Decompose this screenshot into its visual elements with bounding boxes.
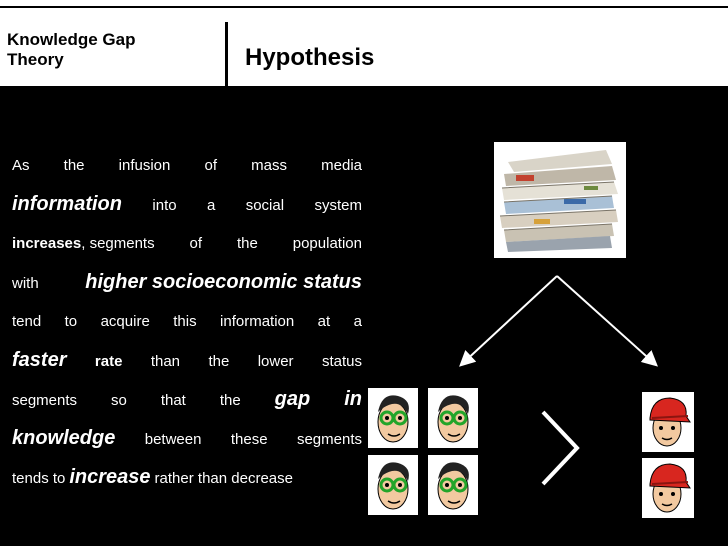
word: acquire (100, 313, 150, 330)
text-line-7: segments so that the gap in (12, 380, 362, 419)
word: As (12, 157, 30, 174)
word: system (314, 197, 362, 214)
emphasis-word: in (344, 388, 362, 410)
text-line-4: with higher socioeconomic status (12, 263, 362, 302)
hypothesis-text: As the infusion of mass media informatio… (12, 146, 362, 497)
word: with (12, 275, 39, 292)
word: the (219, 392, 241, 409)
greater-than-symbol (541, 410, 580, 486)
word: segments (296, 431, 362, 448)
word: to (64, 313, 78, 330)
word: rather than decrease (154, 470, 293, 487)
word: this (173, 313, 197, 330)
word: status (321, 353, 362, 370)
arrow-left (459, 275, 558, 367)
word: lower (257, 353, 294, 370)
word: at (317, 313, 331, 330)
header-top-rule (0, 6, 728, 9)
text-line-2: information into a social system (12, 185, 362, 224)
emphasis-word: faster (12, 349, 67, 371)
face-glasses-icon (368, 455, 418, 515)
emphasis-word: gap (274, 388, 311, 410)
face-red-cap-icon (642, 392, 694, 452)
word: mass (251, 157, 287, 174)
bold-word: rate (94, 353, 123, 370)
emphasis-phrase: higher socioeconomic status (85, 271, 362, 293)
word: of (189, 235, 203, 252)
page-title: Hypothesis (245, 44, 375, 71)
text-line-8: knowledge between these segments (12, 419, 362, 458)
face-glasses-icon (428, 455, 478, 515)
word: between (144, 431, 202, 448)
word: tend (12, 313, 42, 330)
word: infusion (118, 157, 171, 174)
word: social (245, 197, 285, 214)
word: , segments (81, 235, 155, 252)
word: a (353, 313, 362, 330)
header: Knowledge Gap Theory Hypothesis (0, 8, 728, 86)
section-title-line2: Theory (7, 50, 64, 69)
word: than (150, 353, 181, 370)
word: the (208, 353, 230, 370)
word: population (292, 235, 362, 252)
face-glasses-icon (368, 388, 418, 448)
newspaper-stack-image (494, 142, 626, 258)
emphasis-word: information (12, 193, 122, 215)
bold-word: increases (12, 235, 82, 252)
text-line-1: As the infusion of mass media (12, 146, 362, 185)
word: information (220, 313, 295, 330)
section-title: Knowledge Gap Theory (7, 30, 207, 70)
word: these (230, 431, 268, 448)
word: a (206, 197, 216, 214)
emphasis-word: increase (69, 466, 151, 488)
word: the (63, 157, 85, 174)
word: into (152, 197, 177, 214)
section-title-line1: Knowledge Gap (7, 30, 136, 49)
arrow-right (556, 275, 658, 367)
text-line-3: increases, segments of the population (12, 224, 362, 263)
word: so (111, 392, 127, 409)
word: of (204, 157, 218, 174)
word: segments (12, 392, 78, 409)
word: the (236, 235, 258, 252)
face-red-cap-icon (642, 458, 694, 518)
text-line-9: tends to increase rather than decrease (12, 458, 362, 497)
header-divider (225, 22, 228, 86)
text-line-5: tend to acquire this information at a (12, 302, 362, 341)
word: that (160, 392, 186, 409)
text-line-6: faster rate than the lower status (12, 341, 362, 380)
face-glasses-icon (428, 388, 478, 448)
word: tends to (12, 470, 66, 487)
header-top-band (0, 0, 728, 8)
word: media (321, 157, 362, 174)
emphasis-word: knowledge (12, 427, 116, 449)
